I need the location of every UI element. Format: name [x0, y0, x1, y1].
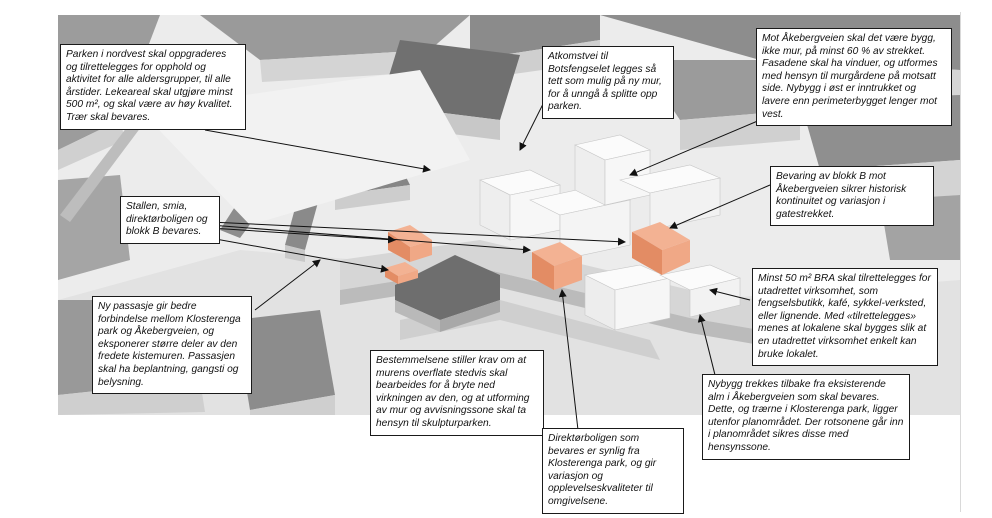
leader-stallen-direktor	[209, 224, 531, 254]
leader-access	[519, 99, 546, 151]
leader-lines	[204, 99, 771, 431]
annotation-director-residence: Direktørboligen som bevares er synlig fr…	[542, 428, 684, 514]
annotation-bra: Minst 50 m² BRA skal tilrettelegges for …	[752, 268, 938, 367]
new-buildings	[479, 134, 741, 331]
annotation-park: Parken i nordvest skal oppgraderes og ti…	[60, 44, 246, 130]
direktorbolig-building	[532, 242, 582, 290]
leader-akebergveien	[629, 119, 761, 176]
existing-workshop-hall	[395, 255, 500, 332]
annotation-nybygg: Nybygg trekkes tilbake fra eksisterende …	[702, 374, 910, 460]
leader-nybygg	[697, 314, 716, 376]
annotation-blokk-b: Bevaring av blokk B mot Åkebergveien sik…	[770, 166, 934, 227]
annotation-preserved-buildings: Stallen, smia, direktørboligen og blokk …	[120, 196, 220, 244]
leader-park	[204, 129, 431, 173]
leader-bra	[709, 287, 751, 301]
annotation-akebergveien: Mot Åkebergveien skal det være bygg, ikk…	[756, 28, 952, 127]
annotation-access-road: Atkomstvei til Botsfengselet legges så t…	[542, 46, 674, 119]
leader-stallen-smia	[209, 237, 389, 273]
leader-stallen-blokkb	[209, 221, 626, 246]
leader-blokk-b	[669, 184, 771, 229]
leader-director	[558, 289, 579, 431]
annotation-wall: Bestemmelsene stiller krav om at murens …	[370, 350, 544, 436]
leader-stallen-stall	[209, 227, 396, 244]
annotation-passage: Ny passasje gir bedre forbindelse mellom…	[92, 296, 252, 395]
leader-passage	[254, 259, 321, 311]
page-edge-rule	[960, 12, 961, 512]
blokk-b-building	[632, 222, 690, 275]
